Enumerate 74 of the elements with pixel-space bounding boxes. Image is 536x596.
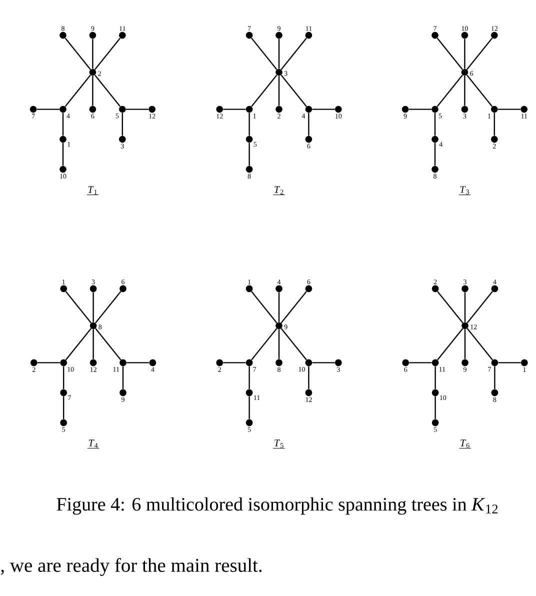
tree-edge	[409, 362, 432, 364]
tree-title: T$_{6}$	[460, 440, 470, 448]
tree-edge	[251, 328, 278, 360]
tree-edge	[248, 366, 250, 390]
tree-edge	[466, 328, 493, 360]
tree-edge	[280, 328, 307, 360]
tree-edge	[92, 292, 94, 322]
tree-edge	[280, 38, 307, 70]
tree-edge	[464, 38, 466, 69]
tree-edge	[62, 112, 64, 136]
tree-edge	[122, 112, 123, 136]
tree-edge	[434, 396, 436, 420]
tree-edge	[494, 366, 496, 390]
tree-edge	[248, 396, 250, 420]
tree-edge	[94, 38, 121, 70]
tree-edge	[223, 108, 246, 110]
tree-edge	[94, 74, 121, 107]
tree-edge	[63, 396, 64, 420]
tree-edge	[312, 108, 335, 110]
tree-edge	[278, 329, 280, 360]
tree-edge	[308, 112, 310, 136]
tree-edge	[251, 38, 278, 70]
tree-edge	[436, 74, 463, 107]
tree-edge	[95, 328, 122, 360]
tree-edge	[248, 142, 250, 166]
tree-edge	[466, 38, 493, 70]
tree-edge	[126, 362, 150, 364]
tree-title: T$_{5}$	[274, 440, 284, 448]
tree-edge	[251, 291, 278, 324]
tree-edge	[464, 329, 466, 360]
tree-edge	[498, 108, 520, 110]
tree-edge	[464, 76, 466, 106]
figure-caption: Figure 4: 6 multicolored isomorphic spanning trees in K$_{12}$	[56, 497, 498, 515]
tree-edge	[38, 362, 60, 364]
tree-edge	[312, 362, 335, 364]
tree-edge	[466, 74, 493, 107]
tree-edge	[95, 291, 122, 324]
tree-edge	[464, 292, 466, 322]
tree-edge	[278, 292, 280, 322]
tree-edge	[434, 366, 436, 390]
tree-edge	[248, 112, 250, 136]
tree-edge	[278, 76, 280, 106]
tree-edge	[36, 108, 60, 110]
tree-edge	[278, 38, 280, 69]
tree-edge	[494, 112, 495, 136]
tree-title: T$_{4}$	[88, 440, 98, 448]
tree-edge	[280, 74, 307, 107]
tree-edge	[437, 291, 464, 324]
tree-edge	[92, 329, 94, 360]
tree-edge	[122, 366, 124, 390]
tree-edge	[62, 142, 64, 166]
tree-edge	[408, 108, 432, 110]
tree-edge	[65, 291, 92, 324]
tree-title: T$_{1}$	[88, 186, 97, 194]
tree-edge	[498, 362, 521, 364]
tree-edge	[64, 74, 91, 107]
body-text: , we are ready for the main result.	[0, 558, 262, 576]
tree-edge	[92, 76, 94, 106]
tree-edge	[223, 362, 246, 364]
tree-title: T$_{3}$	[460, 186, 469, 194]
tree-edge	[92, 38, 94, 69]
tree-edge	[434, 112, 436, 136]
tree-edge	[437, 328, 464, 360]
tree-edge	[434, 142, 436, 166]
tree-edge	[126, 108, 148, 110]
tree-edge	[466, 291, 493, 324]
tree-edge	[436, 38, 463, 70]
tree-title: T$_{2}$	[274, 186, 284, 194]
tree-edge	[64, 38, 91, 70]
tree-edge	[251, 74, 278, 107]
tree-edge	[63, 366, 64, 390]
tree-edge	[308, 366, 310, 390]
tree-edge	[65, 328, 92, 360]
tree-edge	[280, 291, 307, 324]
